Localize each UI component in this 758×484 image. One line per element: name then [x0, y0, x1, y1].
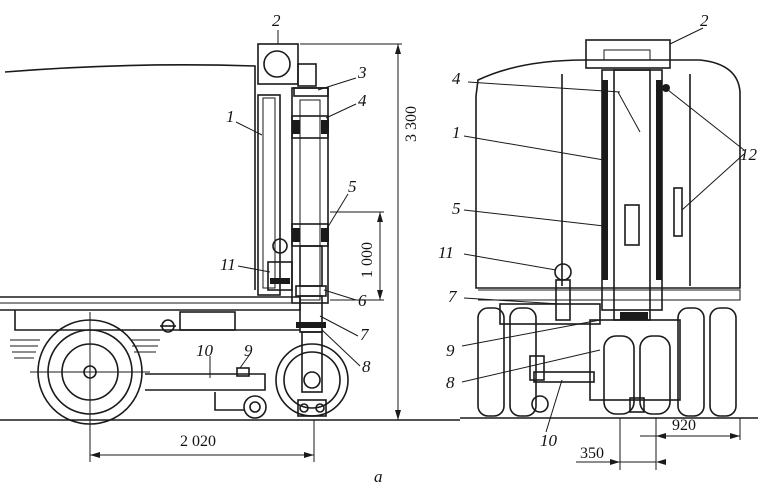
- dim-3300: 3 300: [403, 106, 420, 142]
- label-3-left: 3: [357, 63, 367, 82]
- label-9-right: 9: [446, 341, 455, 360]
- label-11-left: 11: [220, 255, 236, 274]
- front-view: [460, 27, 758, 470]
- label-10-right: 10: [540, 431, 558, 450]
- label-2-right: 2: [700, 11, 709, 30]
- label-9-left: 9: [244, 341, 253, 360]
- label-8-right: 8: [446, 373, 455, 392]
- label-5-left: 5: [348, 177, 357, 196]
- label-4-left: 4: [358, 91, 367, 110]
- dim-920: 920: [672, 417, 696, 434]
- dim-1000: 1 000: [359, 242, 376, 278]
- label-11-right: 11: [438, 243, 454, 262]
- label-5-right: 5: [452, 199, 461, 218]
- label-1-right: 1: [452, 123, 461, 142]
- label-12-right: 12: [740, 145, 758, 164]
- label-7-right: 7: [448, 287, 458, 306]
- dim-350: 350: [580, 445, 604, 462]
- side-view: [0, 30, 460, 462]
- dim-2020: 2 020: [180, 433, 216, 450]
- figure-caption: a: [374, 467, 383, 484]
- label-4-right: 4: [452, 69, 461, 88]
- label-1-left: 1: [226, 107, 235, 126]
- label-7-left: 7: [360, 325, 370, 344]
- label-2-left: 2: [272, 11, 281, 30]
- label-10-left: 10: [196, 341, 214, 360]
- label-6-left: 6: [358, 291, 367, 310]
- label-8-left: 8: [362, 357, 371, 376]
